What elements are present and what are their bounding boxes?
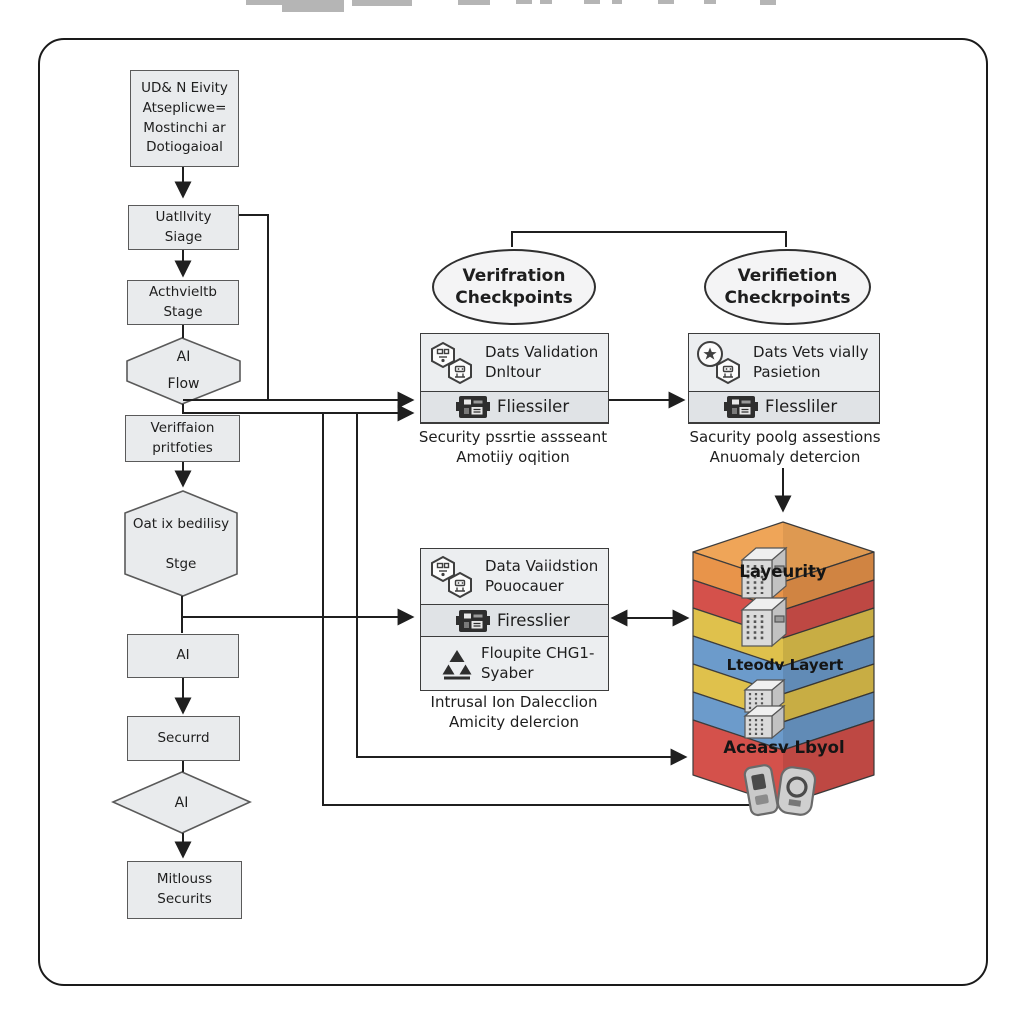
server-stack-icon <box>740 546 788 740</box>
clipped-title-fragment <box>352 0 412 6</box>
diagram-border <box>38 38 988 986</box>
clipped-title-fragment <box>458 0 490 5</box>
validation-box-3-row1-label: Data Vaiidstion Pouocauer <box>485 556 599 595</box>
stack-middle-label: Lteodv Layert <box>726 656 844 674</box>
lock-book-icon <box>743 764 779 817</box>
clipped-title-fragment <box>658 0 674 4</box>
validation-box-2-caption: Sacurity poolg assestions Anuomaly deter… <box>689 428 881 466</box>
node-data-stage-label: Oat ix bedilisy Stge <box>132 515 230 573</box>
clipped-title-fragment <box>282 0 344 12</box>
stack-top-label: Layeurity <box>739 562 827 581</box>
validation-box-2-row1: Dats Vets vially Pasietion <box>689 334 879 391</box>
validation-box-3: Data Vaiidstion Pouocauer Firesslier Flo… <box>420 548 609 691</box>
validation-box-1-row2: Fliessiler <box>421 391 608 423</box>
validation-box-1-row2-label: Fliessiler <box>497 397 570 417</box>
shield-disc-icon <box>776 766 817 816</box>
validation-box-3-row3-label: Floupite CHG1- Syaber <box>481 643 595 682</box>
validation-box-1-caption: Security pssrtie assseant Amotiiy oqitio… <box>418 428 608 466</box>
node-ai-flow-label: AI Flow <box>167 349 200 392</box>
clipped-title-fragment <box>584 0 600 4</box>
hexagon-molecule-icon <box>426 340 478 386</box>
validation-box-1-row1-label: Dats Validation Dnltour <box>485 342 599 381</box>
node-verification-priorities: Veriffaion pritfoties <box>125 415 240 462</box>
firewall-chip-icon <box>724 392 758 422</box>
validation-box-1-row1: Dats Validation Dnltour <box>421 334 608 391</box>
firewall-chip-icon <box>456 392 490 422</box>
connector-checkpoints-bracket <box>511 231 787 247</box>
clipped-title-fragment <box>540 0 552 4</box>
node-activity-stage: Uatllvity Siage <box>128 205 239 250</box>
firewall-chip-icon <box>456 606 490 636</box>
stack-band-red-2 <box>692 719 875 806</box>
node-mitigation: Mitlouss Securits <box>127 861 242 919</box>
checkpoint-ellipse-right: Verifietion Checkrpoints <box>704 249 871 325</box>
node-ai-decision-label: AI <box>174 794 189 811</box>
validation-box-3-row2: Firesslier <box>421 604 608 637</box>
node-acthvieltb-stage: Acthvieltb Stage <box>127 280 239 325</box>
validation-box-2-row2-label: Flessliler <box>765 397 838 417</box>
validation-box-2-row1-label: Dats Vets vially Pasietion <box>753 342 869 381</box>
clipped-title-fragment <box>704 0 716 4</box>
node-monitor: UD& N Eivity Atseplicwe= Mostinchi ar Do… <box>130 70 239 167</box>
validation-box-1: Dats Validation Dnltour Fliessiler <box>420 333 609 424</box>
hexagon-molecule-icon <box>426 554 478 600</box>
validation-box-3-row2-label: Firesslier <box>497 610 570 630</box>
connector-to-stack-lower <box>356 413 688 766</box>
clipped-title-fragment <box>516 0 532 4</box>
validation-box-3-caption: Intrusal Ion Dalecclion Amicity delercio… <box>430 693 598 731</box>
clipped-title-fragment <box>760 0 776 5</box>
node-ai: AI <box>127 634 239 678</box>
validation-box-2-row2: Flessliler <box>689 391 879 423</box>
clipped-title-fragment <box>246 0 306 5</box>
connector-activity-branch <box>237 214 269 399</box>
clipped-title-fragment <box>612 0 622 4</box>
stack-bottom-label: Aceasv Lbyol <box>723 738 845 757</box>
validation-box-3-row3: Floupite CHG1- Syaber <box>421 637 608 690</box>
checkpoint-ellipse-left: Verifration Checkpoints <box>432 249 596 325</box>
triangle-cluster-icon <box>440 648 474 680</box>
node-secured: Securrd <box>127 716 240 761</box>
circle-star-icon <box>694 340 746 386</box>
validation-box-3-row1: Data Vaiidstion Pouocauer <box>421 549 608 604</box>
validation-box-2: Dats Vets vially Pasietion Flessliler <box>688 333 880 424</box>
